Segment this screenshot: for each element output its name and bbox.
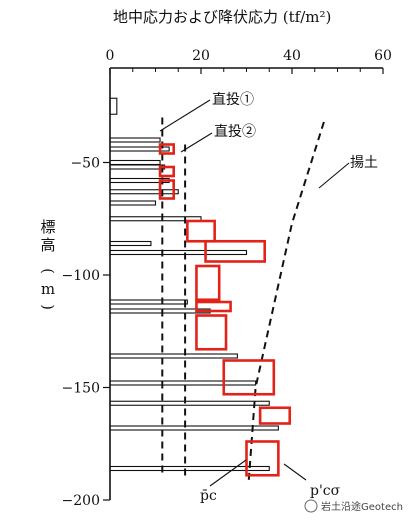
bar-13 [109, 353, 238, 359]
watermark: 岩土沿途Geotech [304, 499, 403, 513]
bar-3 [109, 159, 161, 166]
highlight-box-1 [158, 165, 176, 178]
bar-0 [109, 97, 118, 115]
y-label-char-0: 標 [40, 218, 55, 236]
x-axis: 0 20 40 60 [106, 48, 392, 74]
bar-4 [109, 164, 166, 170]
highlight-box-7 [195, 314, 228, 351]
annotation-leader-4 [283, 463, 307, 481]
y-label-char-3: ( [39, 268, 57, 274]
bar-17 [109, 465, 270, 472]
highlight-box-4 [204, 239, 267, 263]
bar-14 [109, 380, 257, 386]
annotations-group: 直投① 直投② 揚土 p̄c p'cσ [159, 91, 378, 504]
bar-1 [109, 137, 161, 143]
highlight-box-0 [158, 143, 176, 155]
x-tick-label-1: 20 [192, 48, 210, 64]
highlight-box-8 [222, 359, 276, 396]
annotation-label-0: 直投① [212, 91, 254, 108]
annotation-leader-0 [159, 99, 211, 132]
y-axis: −50 −100 −150 −200 [62, 68, 111, 509]
y-tick-label-0: −50 [70, 156, 100, 172]
highlight-box-5 [195, 264, 221, 302]
y-label-char-4: m [41, 280, 55, 298]
highlight-box-10 [245, 440, 280, 477]
y-tick-label-3: −200 [62, 493, 100, 509]
bar-11 [109, 299, 188, 305]
annotation-leader-3 [209, 459, 247, 487]
y-label-char-5: ) [39, 304, 57, 310]
bar-8 [109, 216, 202, 222]
annotation-label-1: 直投② [214, 123, 256, 140]
y-label-char-1: 高 [40, 236, 55, 254]
annotation-label-4: p'cσ [310, 483, 341, 499]
series-line-2 [247, 121, 325, 480]
bar-15 [109, 400, 270, 406]
x-tick-label-0: 0 [106, 48, 115, 64]
y-tick-label-1: −100 [62, 268, 100, 284]
highlight-box-2 [158, 179, 176, 200]
highlight-box-3 [186, 219, 216, 243]
x-tick-label-2: 40 [283, 48, 301, 64]
bars-group [109, 97, 279, 472]
bar-2 [109, 146, 170, 152]
bar-6 [109, 189, 179, 195]
bar-7 [109, 200, 157, 206]
annotation-label-2: 揚土 [350, 154, 378, 171]
highlight-box-6 [195, 300, 232, 313]
bar-10 [109, 249, 248, 256]
bar-16 [109, 425, 279, 431]
x-tick-label-3: 60 [374, 48, 392, 64]
annotation-leader-1 [180, 132, 213, 153]
bar-9 [109, 240, 152, 247]
y-tick-label-2: −150 [62, 381, 100, 397]
highlight-box-9 [258, 406, 292, 425]
watermark-text: 岩土沿途Geotech [321, 500, 403, 513]
annotation-leader-2 [318, 162, 350, 189]
annotation-label-3: p̄c [200, 488, 217, 504]
bar-12 [109, 308, 211, 314]
watermark-icon [304, 499, 318, 513]
series-group [161, 117, 325, 480]
chart-title: 地中応力および降伏応力 (tf/m²) [113, 8, 331, 26]
y-axis-label: 標高 ( m) [39, 218, 57, 310]
highlight-boxes-group [158, 143, 292, 477]
